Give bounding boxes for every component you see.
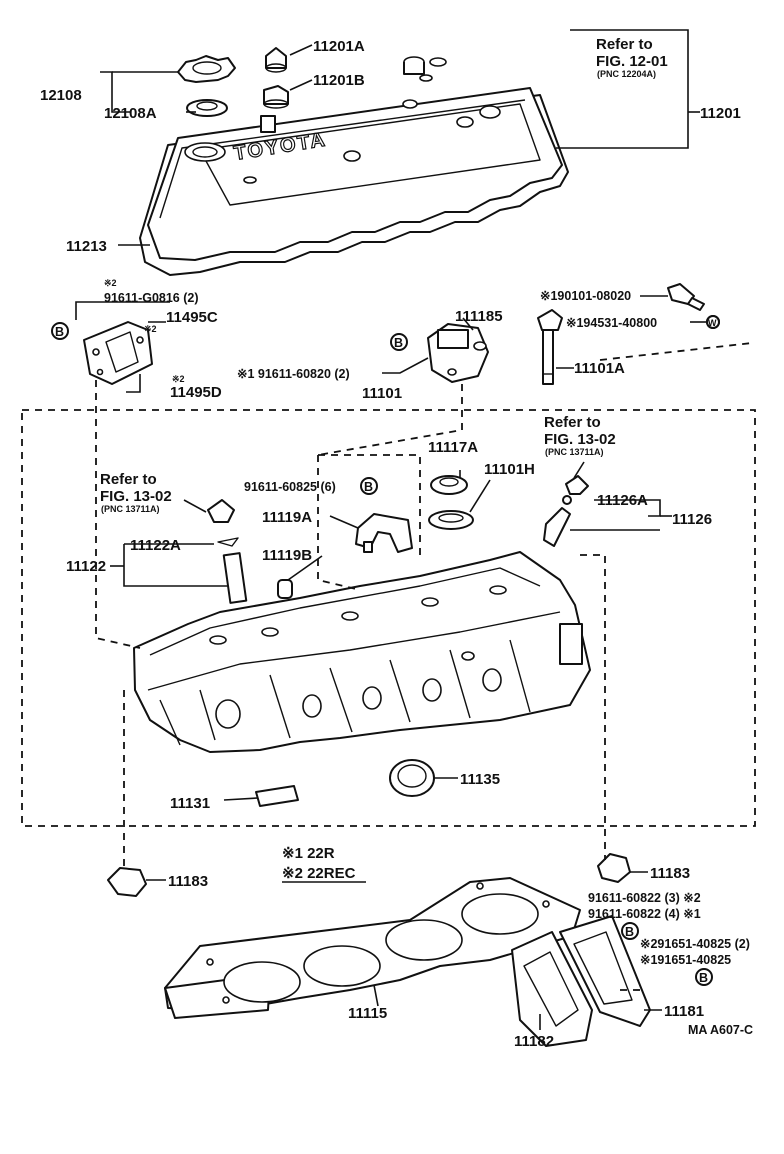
label-190101: ※190101-08020 [540, 289, 631, 303]
label-11201B: 11201B [313, 72, 365, 89]
legend-line1: ※1 22R [282, 845, 335, 862]
label-291651: ※291651-40825 (2) [640, 937, 750, 951]
label-11182: 11182 [514, 1033, 554, 1050]
marker-b2: B [394, 336, 403, 350]
marker-b5: B [699, 971, 708, 985]
marker-b1: B [55, 325, 64, 339]
label-11183-left: 11183 [168, 873, 208, 890]
label-11495C: 11495C [166, 309, 218, 326]
valve-cover: TOYOTA [139, 56, 569, 276]
note-mark-a: ※2 [104, 278, 117, 288]
label-91611-60822-3: 91611-60822 (3) ※2 [588, 891, 701, 905]
drawing-code: MA A607-C [688, 1023, 753, 1037]
label-11181: 11181 [664, 1003, 704, 1020]
ref3-line3: (PNC 13711A) [101, 504, 160, 514]
label-11201: 11201 [700, 105, 741, 122]
cam-bearing-cap [355, 513, 413, 553]
stud-bolt [537, 309, 563, 385]
label-11115: 11115 [348, 1005, 387, 1022]
label-11101: 11101 [362, 385, 402, 402]
spark-plug-tube [207, 499, 235, 523]
label-91611-60825: 91611-60825 (6) [244, 480, 336, 494]
label-11101A: 11101A [574, 360, 625, 377]
expansion-plug-right [597, 853, 631, 883]
note-mark-c: ※2 [172, 374, 185, 384]
label-11213: 11213 [66, 238, 107, 255]
grommets [263, 47, 289, 109]
assembly-boundary [21, 342, 756, 991]
ref3-line2: FIG. 13-02 [100, 488, 172, 505]
head-gasket [164, 877, 581, 1019]
ref2-line2: FIG. 13-02 [544, 431, 616, 448]
label-194531: ※194531-40800 [566, 316, 657, 330]
leader-lines [75, 29, 706, 1030]
label-111185: 111185 [455, 308, 503, 325]
ref1-line2: FIG. 12-01 [596, 53, 668, 70]
water-bypass-outlet [427, 323, 489, 383]
legend: ※1 22R ※2 22REC [282, 845, 366, 883]
label-12108A: 12108A [104, 105, 157, 122]
label-191651: ※191651-40825 [640, 953, 731, 967]
water-outlet-gasket [83, 321, 153, 385]
label-11135: 11135 [460, 771, 500, 788]
oil-seals [255, 759, 435, 807]
label-12108: 12108 [40, 87, 82, 104]
part-labels: 11201A 11201B 12108 12108A 11201 11213 ※… [40, 38, 750, 1050]
expansion-plug-left [107, 867, 147, 897]
head-plug [428, 510, 474, 530]
label-91611-G0816: 91611-G0816 (2) [104, 291, 199, 305]
label-11101H: 11101H [484, 461, 535, 478]
marker-b4: B [625, 925, 634, 939]
ref2-line1: Refer to [544, 414, 601, 431]
ref2-line3: (PNC 13711A) [545, 447, 604, 457]
label-11122A: 11122A [130, 537, 181, 554]
label-11119B: 11119B [262, 547, 312, 564]
valve-guide [543, 475, 589, 547]
legend-line2: ※2 22REC [282, 865, 356, 882]
ref1-line3: (PNC 12204A) [597, 69, 656, 79]
label-11126: 11126 [672, 511, 712, 528]
dowel-pin [277, 579, 293, 599]
label-91611-60822-4: 91611-60822 (4) ※1 [588, 907, 701, 921]
marker-w: W [708, 318, 717, 328]
cylinder-head [133, 551, 591, 753]
label-11131: 11131 [170, 795, 210, 812]
manifold-gaskets [511, 915, 651, 1047]
ref1-line1: Refer to [596, 36, 653, 53]
label-11201A: 11201A [313, 38, 365, 55]
oil-filler-cap [177, 55, 236, 117]
circle-markers: B B B B B W [51, 315, 720, 986]
label-11122: 11122 [66, 558, 106, 575]
marker-b3: B [364, 480, 373, 494]
valve-guide-bush [217, 537, 248, 604]
label-11126A: 11126A [597, 492, 648, 509]
label-11183-right: 11183 [650, 865, 690, 882]
label-11117A: 11117A [428, 439, 478, 456]
label-11495D: 11495D [170, 384, 222, 401]
reference-notes: Refer to FIG. 12-01 (PNC 12204A) Refer t… [100, 36, 668, 514]
label-91611-60820: ※1 91611-60820 (2) [237, 367, 350, 381]
label-11119A: 11119A [262, 509, 312, 526]
note-mark-b: ※2 [144, 324, 157, 334]
ref3-line1: Refer to [100, 471, 157, 488]
